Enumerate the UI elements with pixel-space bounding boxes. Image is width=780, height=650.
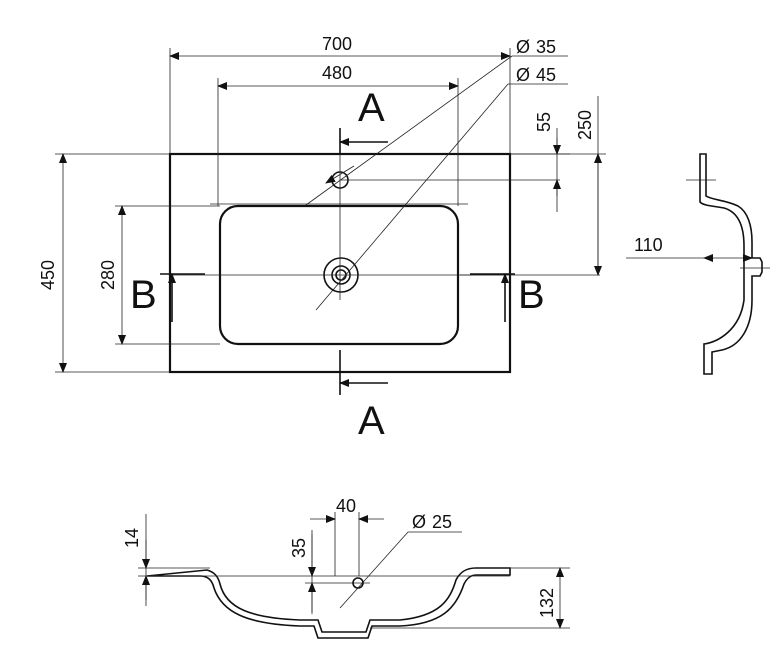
- dim-55: 55: [534, 112, 554, 132]
- side-section-profile: [699, 153, 763, 375]
- top-view: A A B B 700 480 450 280 55: [38, 34, 606, 443]
- dim-hole-25: 25: [432, 512, 452, 532]
- dim-hole-45: 45: [536, 65, 556, 85]
- section-a-bottom-label: A: [358, 399, 385, 443]
- dim-250: 250: [575, 110, 595, 140]
- dim-width-480: 480: [322, 63, 352, 83]
- dim-width-700: 700: [322, 34, 352, 54]
- dim-35-vertical: 35: [289, 538, 309, 558]
- section-b-left-label: B: [130, 273, 157, 317]
- section-b-right-label: B: [518, 273, 545, 317]
- section-a-top-label: A: [358, 86, 385, 130]
- dim-hole-45-symbol: Ø: [516, 65, 530, 85]
- dim-14: 14: [122, 528, 142, 548]
- front-section-profile: [146, 567, 511, 639]
- dim-hole-25-symbol: Ø: [412, 512, 426, 532]
- dim-height-450: 450: [38, 260, 58, 290]
- dim-40: 40: [336, 496, 356, 516]
- side-section-view: 110: [626, 153, 770, 375]
- dim-132: 132: [537, 588, 557, 618]
- front-section-view: 40 35 Ø 25 14 132: [122, 496, 570, 639]
- dim-110: 110: [634, 235, 663, 255]
- dim-hole-35-symbol: Ø: [516, 37, 530, 57]
- dim-hole-35: 35: [536, 37, 556, 57]
- dim-height-280: 280: [98, 260, 118, 290]
